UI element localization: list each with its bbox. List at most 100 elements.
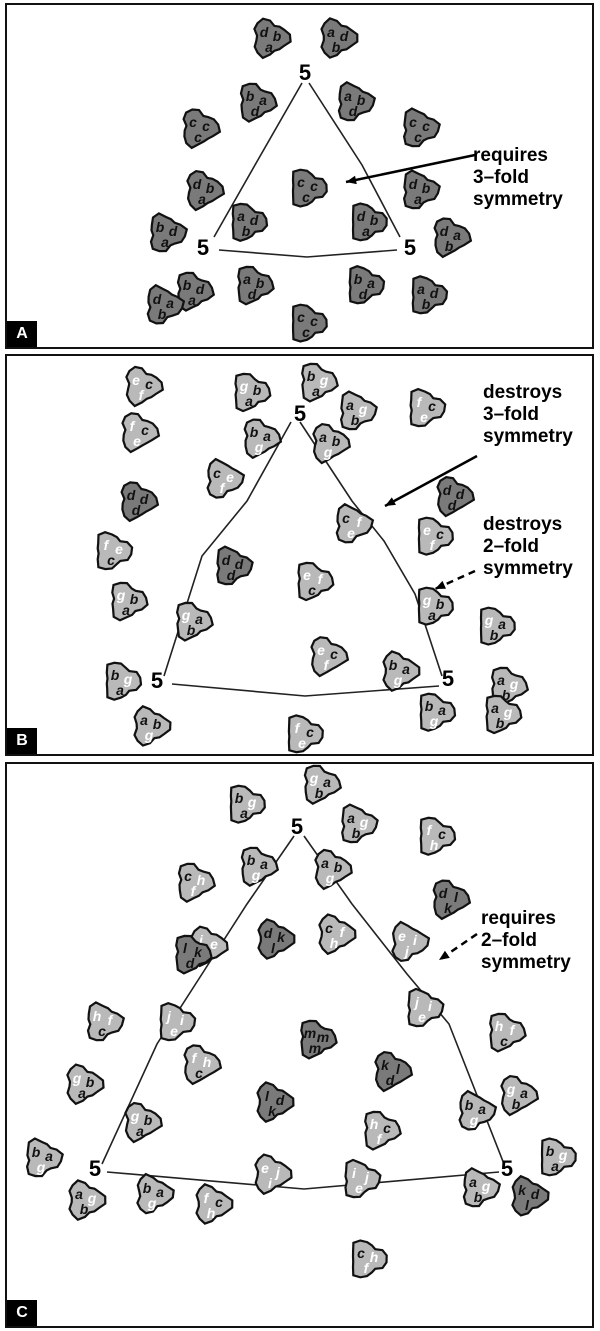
subunit-label: e bbox=[261, 1160, 269, 1176]
subunit-label: c bbox=[194, 129, 202, 145]
subunit-label: b bbox=[256, 275, 265, 291]
subunit-label: a bbox=[344, 88, 352, 104]
subunit-label: g bbox=[247, 794, 257, 810]
subunit-label: b bbox=[153, 716, 162, 732]
subunit-label: g bbox=[181, 607, 191, 623]
subunit-label: g bbox=[422, 592, 432, 608]
subunit-label: b bbox=[445, 238, 454, 254]
subunit-label: a bbox=[198, 191, 206, 207]
trimer: fch bbox=[197, 1184, 233, 1223]
subunit-label: a bbox=[78, 1085, 86, 1101]
subunit-label: a bbox=[347, 810, 355, 826]
subunit-label: b bbox=[332, 39, 341, 55]
subunit-label: a bbox=[469, 1174, 477, 1190]
subunit-label: k bbox=[194, 944, 203, 960]
fivefold-axis-label: 5 bbox=[291, 814, 303, 839]
trimer: bad bbox=[241, 84, 277, 122]
subunit-label: b bbox=[315, 785, 324, 801]
trimer: gab bbox=[177, 603, 213, 641]
subunit-label: a bbox=[265, 39, 273, 55]
subunit-label: c bbox=[297, 174, 305, 190]
subunit-label: d bbox=[349, 103, 358, 119]
subunit-label: a bbox=[245, 393, 253, 409]
subunit-label: d bbox=[140, 491, 149, 507]
trimer: cfe bbox=[337, 504, 373, 542]
annotation-line: 2–fold bbox=[481, 930, 571, 952]
subunit-label: c bbox=[383, 1120, 391, 1136]
subunit-label: a bbox=[240, 805, 248, 821]
subunit-label: g bbox=[319, 372, 329, 388]
subunit-label: g bbox=[506, 1081, 516, 1097]
trimer-outline bbox=[346, 1160, 381, 1197]
subunit-label: e bbox=[420, 409, 428, 425]
subunit-label: a bbox=[491, 700, 499, 716]
trimer: abg bbox=[135, 706, 171, 745]
subunit-label: a bbox=[362, 223, 370, 239]
subunit-label: b bbox=[130, 591, 139, 607]
subunit-label: a bbox=[263, 428, 271, 444]
subunit-label: a bbox=[116, 682, 124, 698]
subunit-label: e bbox=[298, 735, 306, 751]
trimer: gab bbox=[305, 766, 341, 804]
trimer: ccc bbox=[404, 109, 440, 147]
subunit-label: d bbox=[250, 212, 259, 228]
subunit-label: d bbox=[359, 286, 368, 302]
subunit-label: h bbox=[197, 872, 206, 888]
subunit-label: g bbox=[325, 870, 335, 886]
subunit-label: c bbox=[308, 582, 316, 598]
subunit-label: b bbox=[206, 180, 215, 196]
subunit-label: c bbox=[215, 1194, 223, 1210]
arrowhead bbox=[439, 951, 450, 960]
subunit-label: c bbox=[310, 313, 318, 329]
subunit-label: a bbox=[260, 856, 268, 872]
annotation-line: symmetry bbox=[483, 558, 573, 580]
annotation-line: destroys bbox=[483, 382, 573, 404]
subunit-label: a bbox=[195, 611, 203, 627]
trimer: bga bbox=[542, 1139, 576, 1176]
fivefold-axis-label: 5 bbox=[294, 401, 306, 426]
panel-label: C bbox=[7, 1300, 37, 1326]
trimer: gba bbox=[236, 374, 271, 411]
fivefold-axis-label: 5 bbox=[299, 60, 311, 85]
annotation-line: destroys bbox=[483, 514, 573, 536]
subunit-label: k bbox=[518, 1182, 527, 1198]
subunit-label: a bbox=[319, 429, 327, 445]
subunit-label: b bbox=[250, 424, 259, 440]
subunit-label: b bbox=[425, 698, 434, 714]
subunit-label: a bbox=[428, 607, 436, 623]
subunit-label: a bbox=[156, 1184, 164, 1200]
subunit-label: b bbox=[80, 1201, 89, 1217]
subunit-label: c bbox=[428, 398, 436, 414]
subunit-label: d bbox=[227, 567, 236, 583]
trimer: ije bbox=[346, 1160, 381, 1197]
subunit-label: b bbox=[370, 212, 379, 228]
trimer: cef bbox=[208, 459, 244, 498]
panel-c: gabbgaagbfchbagabgchfdlkiejcfheijdkllkdj… bbox=[5, 762, 594, 1328]
annotation-destroys-2fold: destroys 2–fold symmetry bbox=[483, 514, 573, 580]
annotation-line: symmetry bbox=[473, 189, 563, 211]
trimer: abd bbox=[339, 82, 375, 120]
subunit-label: c bbox=[213, 465, 221, 481]
fivefold-axis-label: 5 bbox=[501, 1156, 513, 1181]
subunit-label: a bbox=[312, 383, 320, 399]
subunit-label: b bbox=[253, 382, 262, 398]
subunit-label: d bbox=[531, 1186, 540, 1202]
trimer: adb bbox=[413, 276, 447, 313]
subunit-label: b bbox=[422, 180, 431, 196]
annotation-line: symmetry bbox=[481, 952, 571, 974]
subunit-label: a bbox=[140, 712, 148, 728]
subunit-label: h bbox=[207, 1205, 216, 1221]
subunit-label: d bbox=[430, 285, 439, 301]
fivefold-axis-label: 5 bbox=[197, 235, 209, 260]
trimer: bag bbox=[27, 1139, 63, 1177]
panel-c-diagram: gabbgaagbfchbagabgchfdlkiejcfheijdkllkdj… bbox=[7, 764, 592, 1326]
trimer: agb bbox=[487, 696, 522, 733]
subunit-label: c bbox=[409, 114, 417, 130]
trimer: hfc bbox=[490, 1014, 525, 1052]
